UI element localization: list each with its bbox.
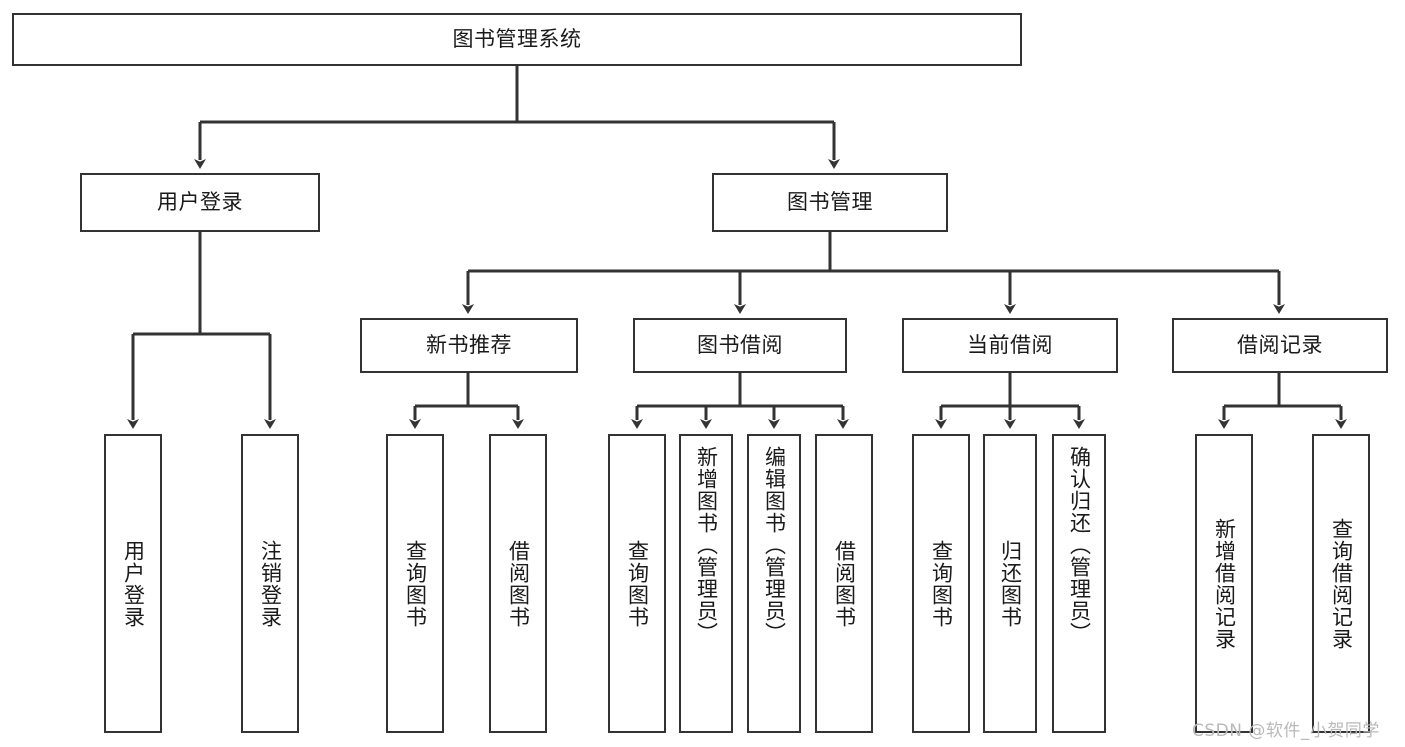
node-leaf-logout[interactable]: 注销登录 [241,434,299,733]
node-book-management-label: 图书管理 [787,190,873,215]
node-borrow-record-label: 借阅记录 [1237,333,1323,358]
node-book-management[interactable]: 图书管理 [712,173,948,232]
node-leaf-br-query-record-label: 查询借阅记录 [1329,517,1354,650]
node-leaf-bb-edit-book[interactable]: 编辑图书（管理员） [747,434,801,733]
node-leaf-nb-query-book[interactable]: 查询图书 [386,434,444,733]
node-root-label: 图书管理系统 [452,27,582,52]
node-current-borrow[interactable]: 当前借阅 [902,318,1118,373]
node-leaf-login-label: 用户登录 [121,539,146,628]
node-leaf-bb-borrow-book[interactable]: 借阅图书 [815,434,873,733]
node-user-login[interactable]: 用户登录 [80,173,320,232]
node-root[interactable]: 图书管理系统 [12,13,1022,66]
node-leaf-logout-label: 注销登录 [258,539,283,628]
node-leaf-bb-edit-book-label: 编辑图书（管理员） [762,446,787,644]
node-leaf-nb-borrow-book-label: 借阅图书 [506,539,531,628]
node-leaf-login[interactable]: 用户登录 [104,434,162,733]
node-new-book-recommend-label: 新书推荐 [426,333,512,358]
node-book-borrow[interactable]: 图书借阅 [633,318,847,373]
node-leaf-br-add-record[interactable]: 新增借阅记录 [1195,434,1253,733]
node-current-borrow-label: 当前借阅 [967,333,1053,358]
node-leaf-bb-add-book[interactable]: 新增图书（管理员） [679,434,733,733]
node-leaf-bb-add-book-label: 新增图书（管理员） [694,446,719,644]
node-leaf-cb-return-book-label: 归还图书 [998,539,1023,628]
node-book-borrow-label: 图书借阅 [697,333,783,358]
node-user-login-label: 用户登录 [157,190,243,215]
node-borrow-record[interactable]: 借阅记录 [1172,318,1388,373]
node-leaf-nb-query-book-label: 查询图书 [403,539,428,628]
node-leaf-bb-query-book-label: 查询图书 [625,539,650,628]
csdn-watermark: CSDN @软件_小贺同学 [1192,721,1380,741]
node-leaf-nb-borrow-book[interactable]: 借阅图书 [489,434,547,733]
node-leaf-br-add-record-label: 新增借阅记录 [1212,517,1237,650]
node-leaf-cb-query-book[interactable]: 查询图书 [912,434,970,733]
node-leaf-bb-borrow-book-label: 借阅图书 [832,539,857,628]
node-leaf-bb-query-book[interactable]: 查询图书 [608,434,666,733]
node-leaf-cb-confirm-return-label: 确认归还（管理员） [1067,446,1092,644]
node-new-book-recommend[interactable]: 新书推荐 [360,318,578,373]
node-leaf-cb-confirm-return[interactable]: 确认归还（管理员） [1052,434,1106,733]
node-leaf-cb-return-book[interactable]: 归还图书 [983,434,1037,733]
node-leaf-cb-query-book-label: 查询图书 [929,539,954,628]
node-leaf-br-query-record[interactable]: 查询借阅记录 [1312,434,1370,733]
